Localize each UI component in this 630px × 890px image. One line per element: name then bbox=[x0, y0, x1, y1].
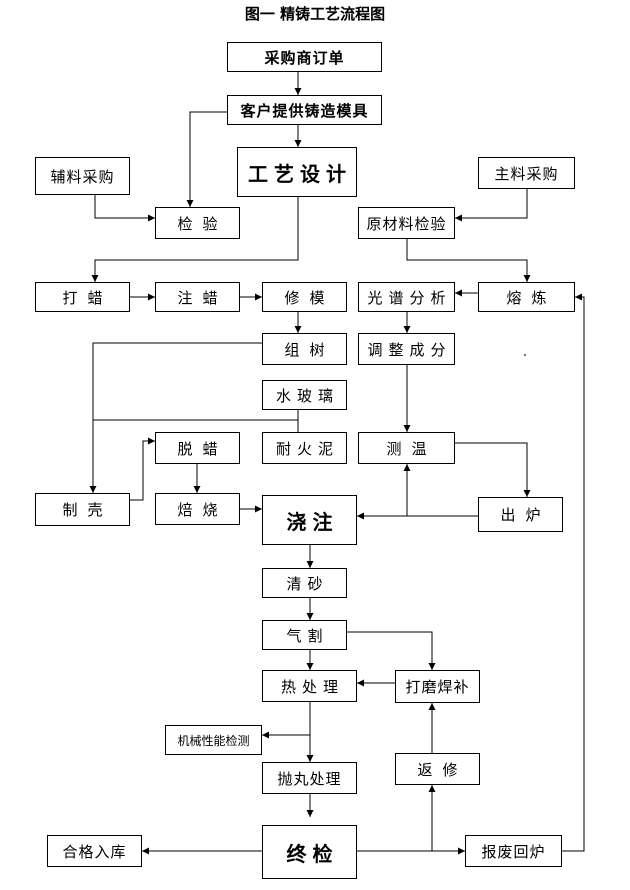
node-tapping: 出炉 bbox=[478, 497, 563, 532]
connector-assembly-to-shell-making bbox=[89, 342, 262, 493]
connector-main-purchase-to-raw-inspection bbox=[455, 189, 528, 222]
node-assembly: 组树 bbox=[262, 333, 347, 365]
node-wax-press: 打蜡 bbox=[35, 282, 130, 312]
node-inspection: 检验 bbox=[155, 207, 240, 239]
connector-aux-purchase-to-inspection bbox=[94, 195, 155, 222]
node-shell-making: 制壳 bbox=[35, 493, 130, 526]
node-pouring: 浇注 bbox=[262, 495, 357, 545]
stray-dot bbox=[524, 354, 526, 356]
connector-scrap-remelt-to-melting bbox=[562, 293, 585, 852]
node-gas-cutting: 气割 bbox=[262, 620, 347, 650]
node-melting: 熔炼 bbox=[478, 282, 575, 312]
node-shot-blast: 抛丸处理 bbox=[262, 762, 357, 794]
node-warehouse: 合格入库 bbox=[47, 835, 142, 867]
connector-gas-cutting-to-grind-weld bbox=[347, 631, 436, 670]
connector-temp-measure-to-tapping bbox=[455, 442, 531, 497]
node-roasting: 焙烧 bbox=[155, 493, 240, 525]
connector-water-glass-to-shell-making bbox=[93, 410, 299, 421]
node-mech-test: 机械性能检测 bbox=[165, 725, 262, 755]
node-dewax: 脱蜡 bbox=[155, 432, 240, 464]
connector-shell-making-to-dewax bbox=[130, 437, 155, 501]
node-aux-purchase: 辅料采购 bbox=[35, 157, 130, 195]
node-purchase-order: 采购商订单 bbox=[227, 42, 382, 72]
node-main-purchase: 主料采购 bbox=[478, 157, 575, 189]
node-heat-treatment: 热处理 bbox=[262, 670, 357, 702]
node-composition: 调整成分 bbox=[358, 333, 455, 365]
node-raw-inspection: 原材料检验 bbox=[358, 207, 455, 239]
diagram-title: 图一 精铸工艺流程图 bbox=[244, 5, 386, 23]
node-refractory: 耐火泥 bbox=[262, 432, 347, 464]
node-wax-inject: 注蜡 bbox=[155, 282, 240, 312]
node-final-inspection: 终检 bbox=[262, 825, 357, 879]
connector-process-design-to-wax-press bbox=[91, 197, 299, 282]
node-scrap-remelt: 报废回炉 bbox=[465, 835, 562, 867]
node-sand-cleaning: 清砂 bbox=[262, 568, 347, 598]
node-spectrum: 光谱分析 bbox=[358, 282, 455, 312]
node-customer-mold: 客户提供铸造模具 bbox=[227, 95, 382, 125]
connector-raw-inspection-to-melting bbox=[406, 239, 531, 282]
node-water-glass: 水玻璃 bbox=[262, 380, 347, 410]
node-process-design: 工艺设计 bbox=[237, 147, 357, 197]
node-temp-measure: 测温 bbox=[358, 432, 455, 464]
connector-heat-treatment-to-mech-test bbox=[262, 702, 311, 739]
node-mold-repair: 修模 bbox=[262, 282, 347, 312]
node-grind-weld: 打磨焊补 bbox=[395, 670, 480, 703]
node-rework: 返修 bbox=[395, 753, 480, 785]
